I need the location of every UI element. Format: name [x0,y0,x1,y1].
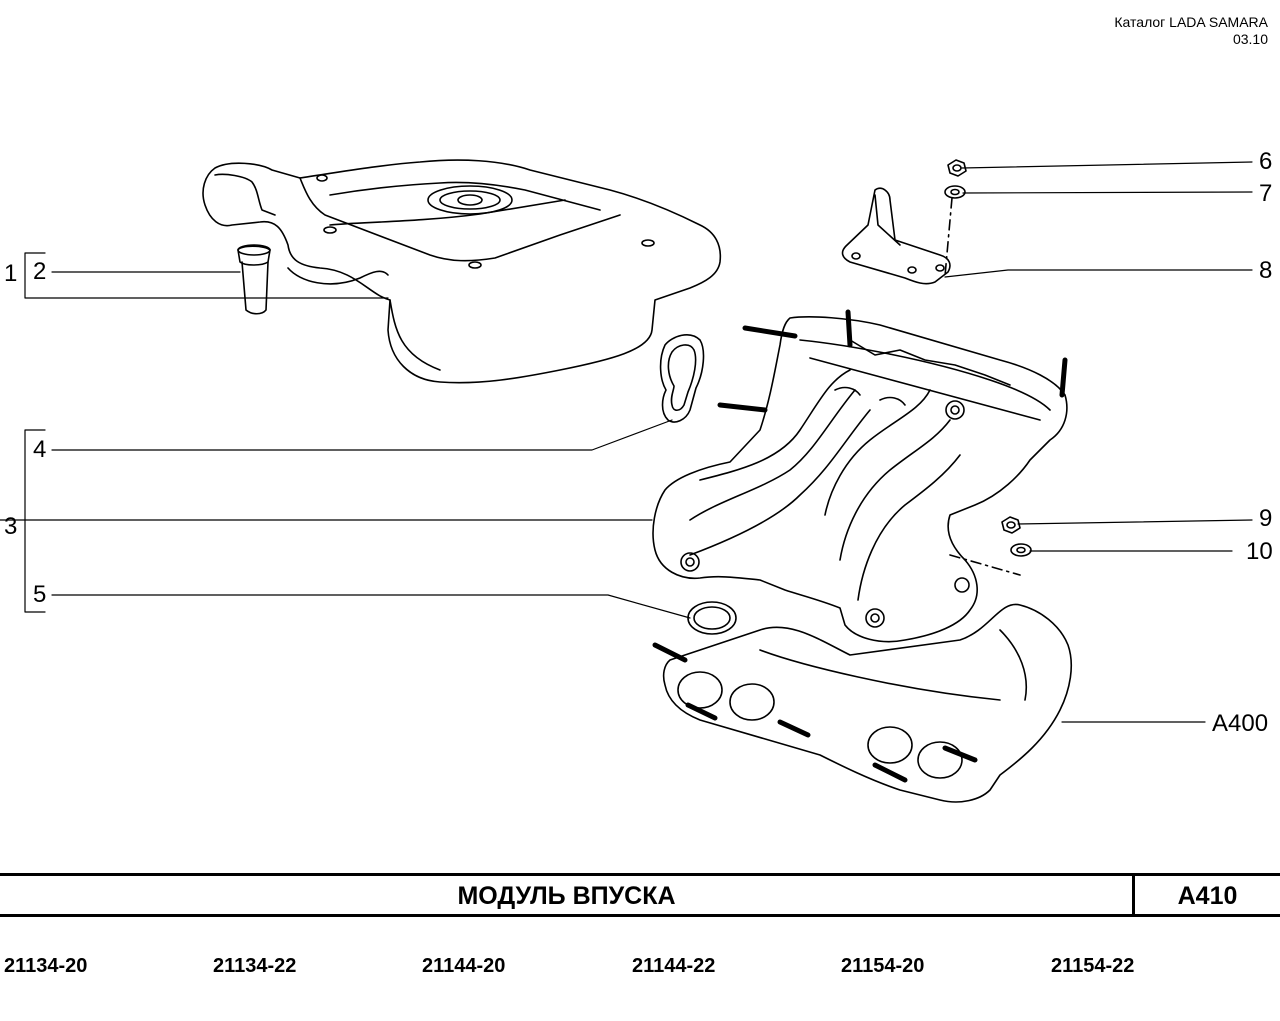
seal-ring-drawing [687,601,737,635]
callout-6: 6 [1259,148,1273,175]
title-block: МОДУЛЬ ВПУСКА A410 [0,873,1280,917]
leader-lines [0,161,1253,723]
catalog-header: Каталог LADA SAMARA 03.10 [1114,14,1268,48]
nut-drawing [1001,516,1032,557]
intake-manifold-drawing [652,309,1068,643]
cylinder-head-reference-drawing [652,603,1073,803]
callout-reference: A400 [1212,710,1269,737]
callout-3: 3 [4,513,18,540]
model-code: 21134-20 [4,955,88,977]
exploded-parts-drawing [0,159,1253,803]
callout-2: 2 [33,258,47,285]
nut-drawing [944,159,967,199]
model-list: 21134-20 21134-22 21144-20 21144-22 2115… [0,955,1280,985]
gasket-drawing [659,334,705,423]
model-code: 21154-22 [1051,955,1135,977]
page-title: МОДУЛЬ ВПУСКА [457,882,676,910]
callout-8: 8 [1259,257,1273,284]
callout-5: 5 [33,581,47,608]
bracket-drawing [841,187,953,285]
model-code: 21134-22 [213,955,297,977]
catalog-date: 03.10 [1232,31,1268,47]
callout-9: 9 [1259,505,1273,532]
model-code: 21144-22 [632,955,716,977]
callout-4: 4 [33,436,47,463]
section-code: A410 [1177,882,1238,910]
callout-7: 7 [1259,180,1273,207]
title-divider [1132,876,1135,914]
callout-1: 1 [4,260,18,287]
callout-10: 10 [1246,538,1273,565]
catalog-name: Каталог LADA SAMARA [1114,14,1268,30]
grommet-drawing [237,244,271,315]
engine-cover-drawing [202,159,722,384]
model-code: 21154-20 [841,955,925,977]
model-code: 21144-20 [422,955,506,977]
